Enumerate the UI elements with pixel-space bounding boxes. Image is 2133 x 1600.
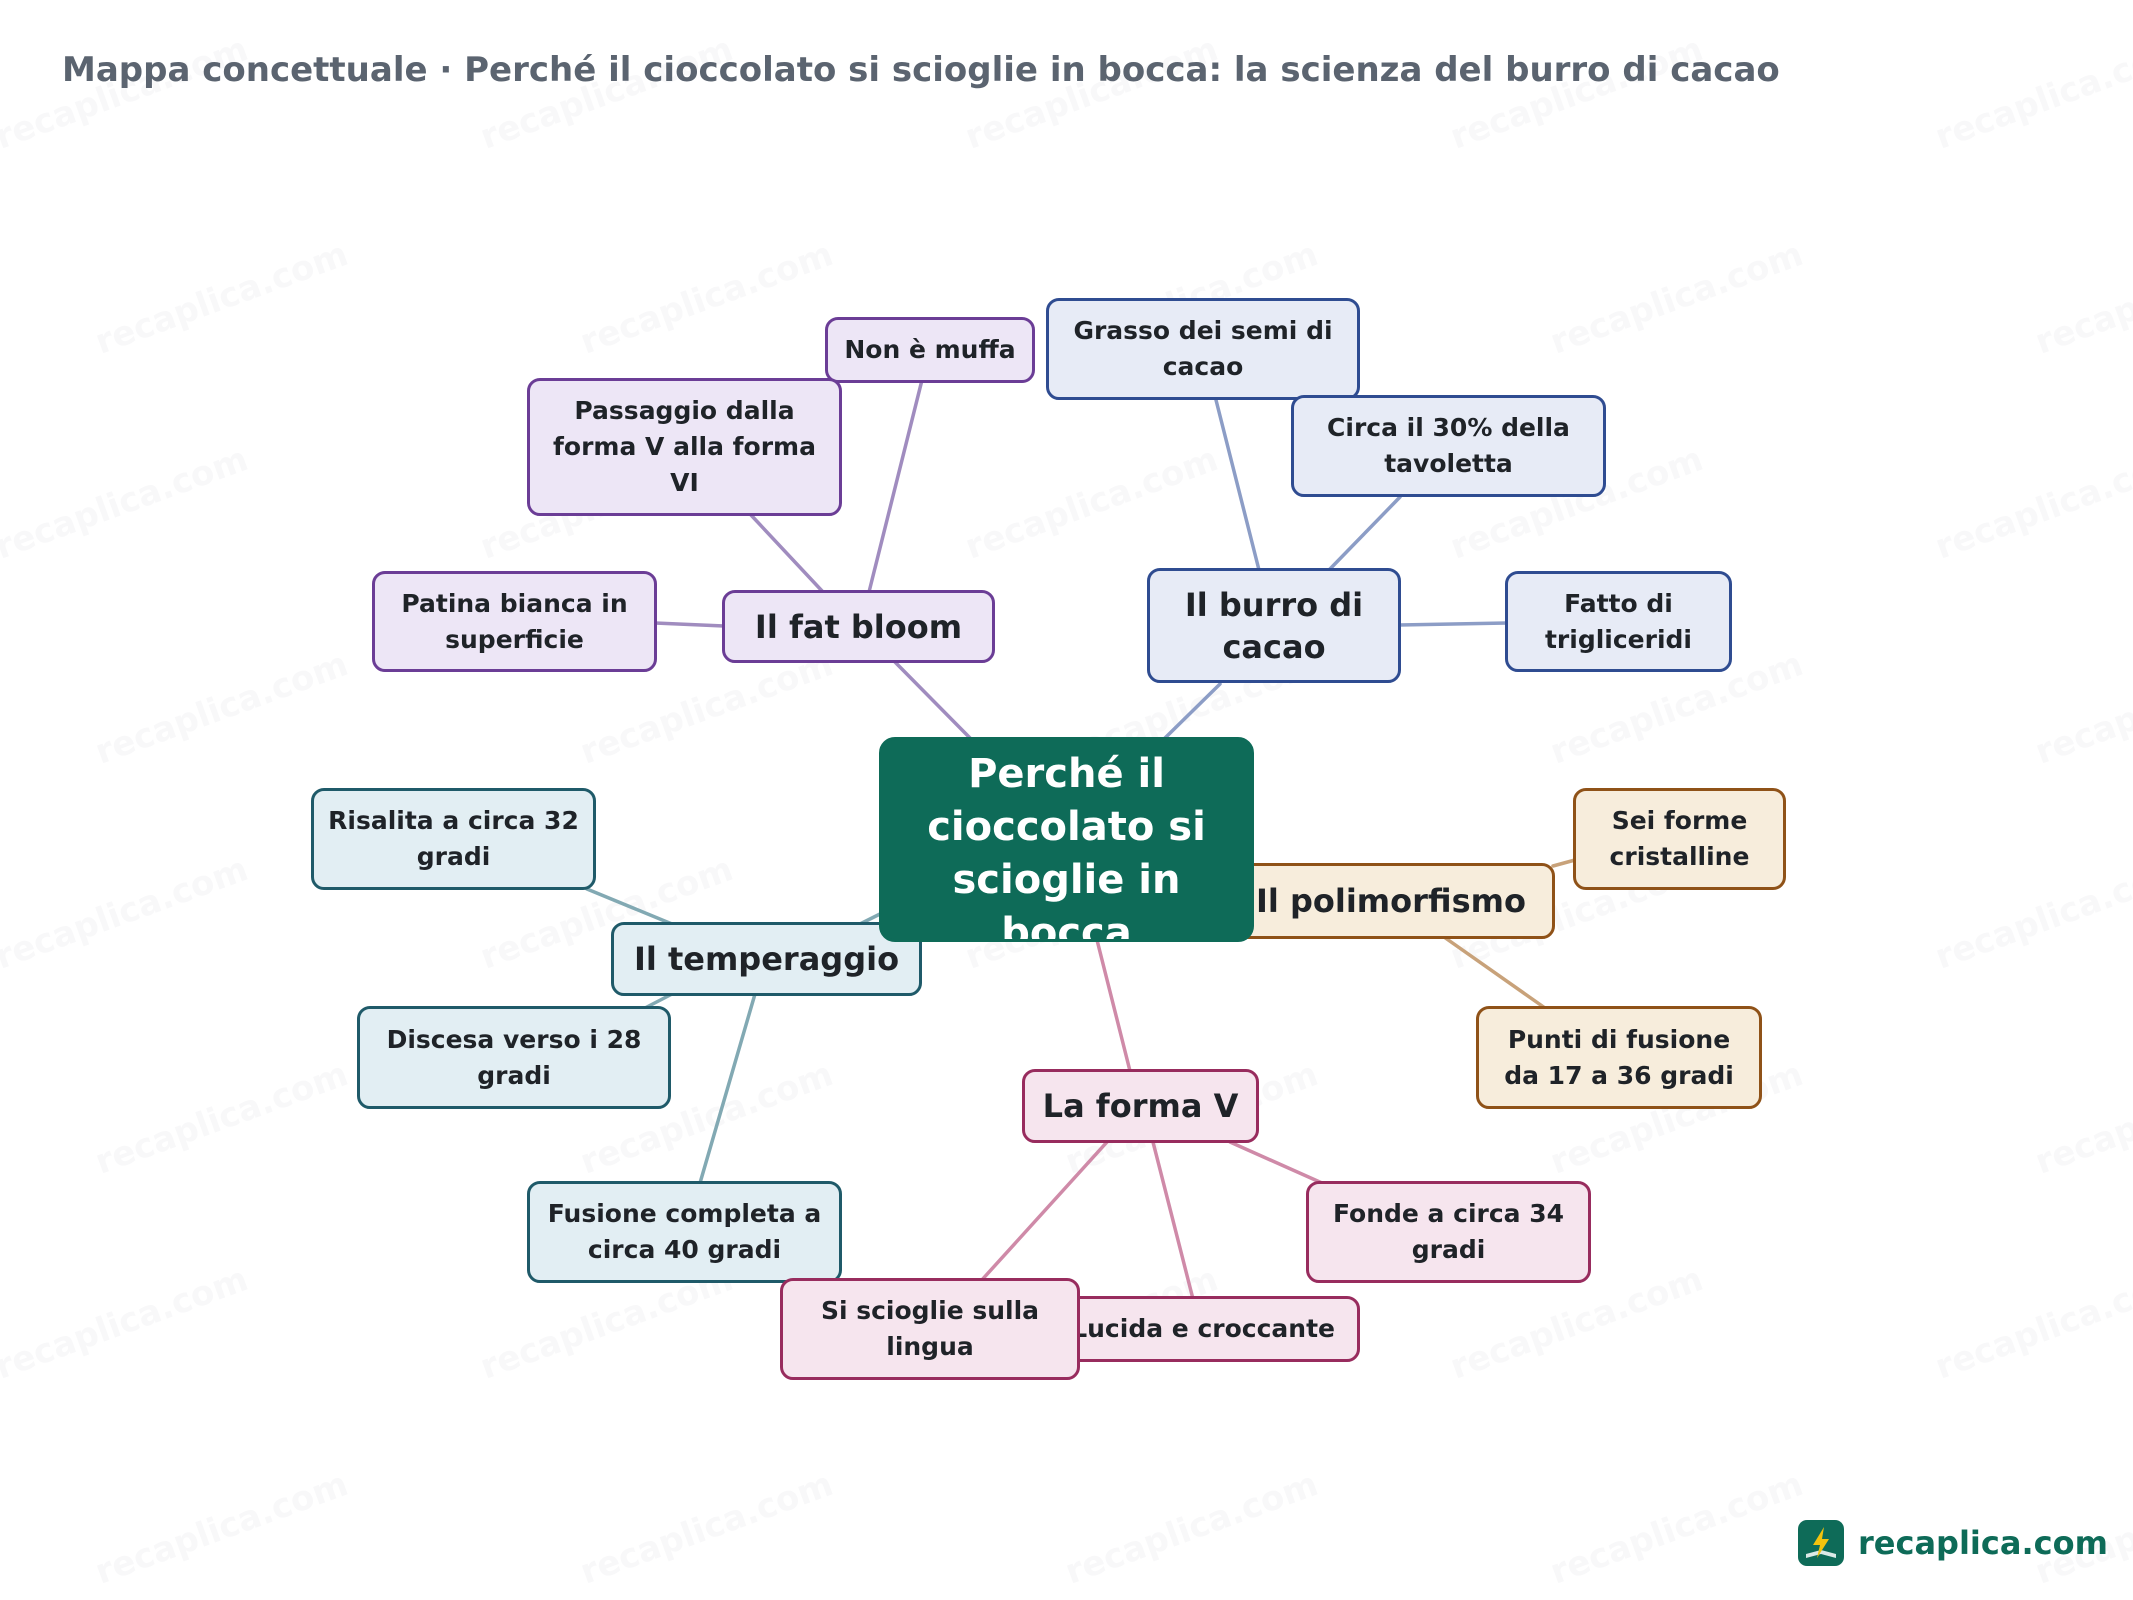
page-title: Mappa concettuale · Perché il cioccolato… [62,50,1780,90]
lightning-book-icon [1798,1520,1844,1566]
edge-temperaggio-risalita [585,887,674,926]
node-patina-bianca: Patina bianca in superficie [372,571,657,672]
edge-forma-v-lucida [1151,1140,1195,1301]
node-discesa-28: Discesa verso i 28 gradi [357,1006,671,1109]
node-sei-forme: Sei forme cristalline [1573,788,1786,890]
node-punti-fusione: Punti di fusione da 17 a 36 gradi [1476,1006,1762,1109]
edge-fat-bloom-non-muffa [867,378,924,594]
edge-temperaggio-discesa [643,992,674,1010]
edge-burro-30 [1327,495,1402,572]
edge-root-burro [1163,682,1222,740]
node-polimorfismo: Il polimorfismo [1217,863,1555,939]
edge-fat-bloom-patina [653,621,726,628]
node-trigliceridi: Fatto di trigliceridi [1505,571,1732,672]
node-lucida-croccante: Lucida e croccante [1045,1296,1360,1362]
node-circa-30: Circa il 30% della tavoletta [1291,395,1606,497]
node-non-muffa: Non è muffa [825,317,1035,383]
edge-root-fat-bloom [891,658,972,740]
node-root: Perché il cioccolato si scioglie in bocc… [879,737,1254,942]
node-temperaggio: Il temperaggio [611,922,922,996]
node-passaggio-forma: Passaggio dalla forma V alla forma VI [527,378,842,516]
edge-burro-grasso [1214,398,1261,572]
node-forma-v: La forma V [1022,1069,1259,1143]
edge-burro-trigliceridi [1397,621,1509,627]
brand-name: recaplica.com [1858,1524,2108,1562]
edge-forma-v-lingua [978,1140,1109,1284]
node-fusione-40: Fusione completa a circa 40 gradi [527,1181,842,1283]
node-burro-cacao: Il burro di cacao [1147,568,1401,683]
node-fonde-34: Fonde a circa 34 gradi [1306,1181,1591,1283]
edge-temperaggio-fusione [698,992,757,1185]
edge-polimorfismo-sei-forme [1551,858,1577,868]
brand-logo: recaplica.com [1798,1520,2108,1566]
edge-polimorfismo-punti [1442,935,1547,1010]
edge-root-forma-v [1095,938,1132,1073]
node-risalita-32: Risalita a circa 32 gradi [311,788,596,890]
node-fat-bloom: Il fat bloom [722,590,995,663]
edge-forma-v-fonde [1228,1140,1324,1185]
edge-fat-bloom-passaggio [749,513,825,594]
node-grasso-semi: Grasso dei semi di cacao [1046,298,1360,400]
node-si-scioglie-lingua: Si scioglie sulla lingua [780,1278,1080,1380]
